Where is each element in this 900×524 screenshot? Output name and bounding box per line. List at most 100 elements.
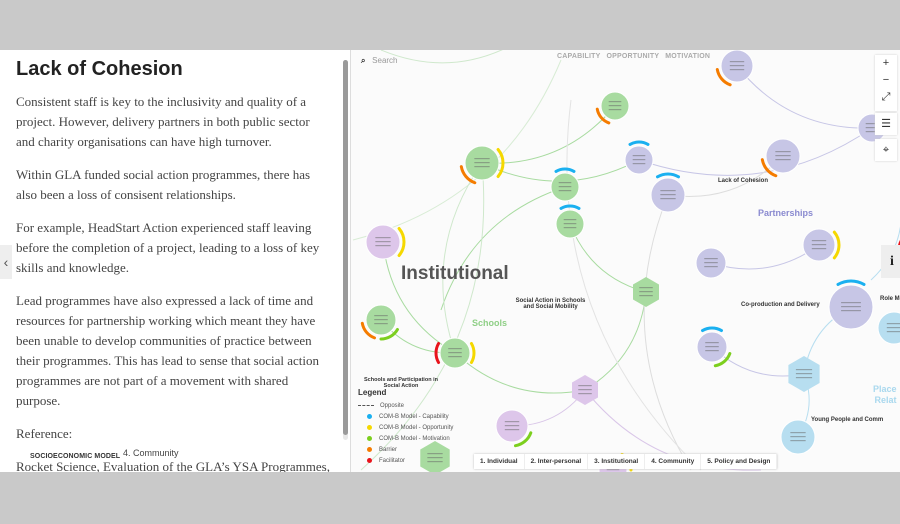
node-text[interactable] [374, 319, 388, 321]
node-text[interactable] [474, 166, 490, 168]
node-text[interactable] [504, 421, 520, 423]
node-text[interactable] [563, 223, 577, 225]
node-text[interactable] [886, 327, 900, 329]
node-text[interactable] [660, 194, 676, 196]
node-text[interactable] [795, 369, 813, 371]
node-text[interactable] [729, 61, 745, 63]
node-text[interactable] [632, 163, 646, 165]
node-text[interactable] [704, 262, 718, 264]
node-text[interactable] [865, 127, 879, 129]
search-input[interactable]: ⌕ Search [361, 56, 398, 66]
node-arc[interactable] [713, 351, 732, 368]
node-text[interactable] [795, 377, 813, 379]
node-text[interactable] [375, 241, 391, 243]
node-arc[interactable] [469, 342, 476, 364]
node-text[interactable] [578, 385, 592, 387]
node-arc[interactable] [595, 107, 611, 125]
node-text[interactable] [375, 245, 391, 247]
node-text[interactable] [558, 186, 572, 188]
node-arc[interactable] [360, 321, 377, 340]
node-arc[interactable] [379, 328, 399, 341]
zoom-in-icon[interactable]: + [882, 57, 890, 69]
node-text[interactable] [841, 306, 861, 308]
node-text[interactable] [705, 350, 719, 352]
node-text[interactable] [558, 182, 572, 184]
node-text[interactable] [427, 457, 443, 459]
node-text[interactable] [504, 429, 520, 431]
node-text[interactable] [563, 219, 577, 221]
node-text[interactable] [474, 162, 490, 164]
node-text[interactable] [563, 227, 577, 229]
expand-icon[interactable]: ⤢ [881, 91, 891, 103]
info-button[interactable]: i [881, 245, 900, 278]
node-text[interactable] [865, 123, 879, 125]
node-text[interactable] [729, 65, 745, 67]
node-text[interactable] [775, 151, 791, 153]
node-text[interactable] [608, 105, 622, 107]
tab-individual[interactable]: 1. Individual [474, 454, 525, 469]
tab-institutional[interactable]: 3. Institutional [588, 454, 646, 469]
node-text[interactable] [474, 158, 490, 160]
node-text[interactable] [811, 244, 827, 246]
node-text[interactable] [639, 291, 653, 293]
locate-icon[interactable]: ⌖ [875, 139, 897, 161]
node-text[interactable] [448, 352, 462, 354]
node-text[interactable] [558, 190, 572, 192]
zoom-out-icon[interactable]: − [882, 74, 890, 86]
node-arc[interactable] [434, 342, 441, 364]
node-text[interactable] [705, 346, 719, 348]
map-node[interactable] [420, 441, 450, 472]
node-text[interactable] [865, 131, 879, 133]
comb-capability[interactable]: CAPABILITY [557, 53, 601, 60]
node-arc[interactable] [832, 230, 841, 260]
previous-button[interactable]: ‹ [0, 245, 12, 279]
node-text[interactable] [448, 348, 462, 350]
node-text[interactable] [639, 287, 653, 289]
node-text[interactable] [775, 159, 791, 161]
node-text[interactable] [790, 432, 806, 434]
node-text[interactable] [374, 323, 388, 325]
node-text[interactable] [729, 69, 745, 71]
node-arc[interactable] [397, 227, 406, 257]
node-text[interactable] [374, 315, 388, 317]
node-text[interactable] [775, 155, 791, 157]
tab-policy-and-design[interactable]: 5. Policy and Design [701, 454, 778, 469]
node-text[interactable] [790, 436, 806, 438]
node-text[interactable] [886, 331, 900, 333]
node-arc[interactable] [554, 167, 576, 173]
node-text[interactable] [704, 266, 718, 268]
map-canvas[interactable] [351, 50, 900, 472]
node-text[interactable] [504, 425, 520, 427]
node-text[interactable] [606, 469, 620, 471]
node-text[interactable] [660, 190, 676, 192]
node-text[interactable] [608, 109, 622, 111]
node-arc[interactable] [836, 279, 866, 286]
node-arc[interactable] [459, 165, 477, 185]
node-text[interactable] [795, 373, 813, 375]
node-text[interactable] [886, 323, 900, 325]
node-text[interactable] [427, 453, 443, 455]
comb-opportunity[interactable]: OPPORTUNITY [606, 53, 660, 60]
node-text[interactable] [427, 461, 443, 463]
node-text[interactable] [811, 248, 827, 250]
node-arc[interactable] [715, 67, 732, 87]
level-label[interactable]: 4. Community [123, 448, 179, 458]
node-arc[interactable] [701, 326, 723, 333]
tab-inter-personal[interactable]: 2. Inter-personal [525, 454, 589, 469]
node-text[interactable] [608, 101, 622, 103]
system-map[interactable]: ⌕ Search CAPABILITY OPPORTUNITY MOTIVATION… [350, 50, 900, 472]
node-arc[interactable] [760, 158, 778, 178]
node-text[interactable] [705, 342, 719, 344]
node-arc[interactable] [513, 431, 533, 448]
comb-motivation[interactable]: MOTIVATION [665, 53, 711, 60]
node-text[interactable] [704, 258, 718, 260]
scrollbar[interactable] [343, 60, 348, 440]
node-text[interactable] [841, 302, 861, 304]
node-text[interactable] [578, 393, 592, 395]
node-text[interactable] [448, 356, 462, 358]
filter-icon[interactable]: ☰ [875, 113, 897, 135]
tab-community[interactable]: 4. Community [645, 454, 702, 469]
scrollbar-thumb[interactable] [343, 60, 348, 435]
node-text[interactable] [790, 440, 806, 442]
node-text[interactable] [660, 198, 676, 200]
